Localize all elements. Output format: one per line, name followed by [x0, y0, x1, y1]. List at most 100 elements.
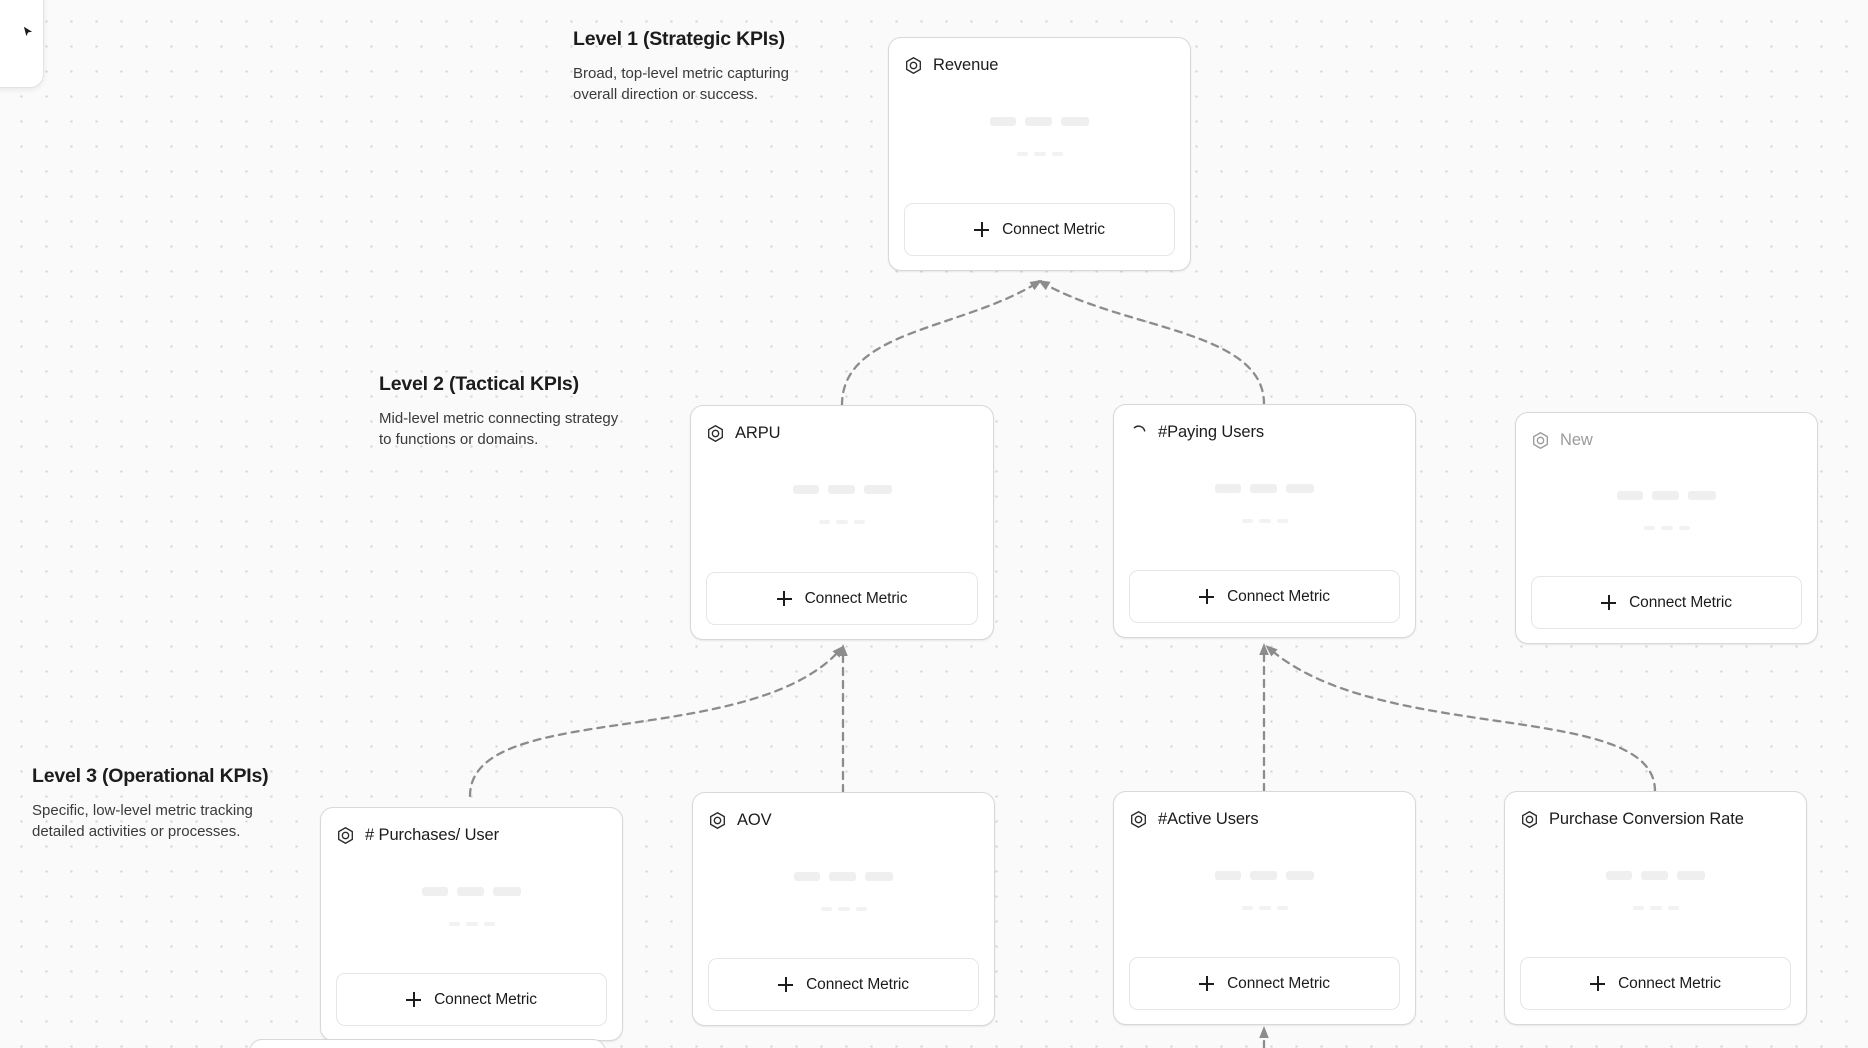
- card-body-placeholder: [706, 445, 978, 572]
- skeleton-bar: [1667, 905, 1679, 910]
- metric-card-arpu[interactable]: ARPU Connect Metric: [690, 405, 994, 640]
- metric-card-purchase-conversion-rate[interactable]: Purchase Conversion Rate Connect Metric: [1504, 791, 1807, 1025]
- plus-icon: [1199, 589, 1215, 604]
- spinner-icon: [1133, 424, 1146, 432]
- skeleton-bar: [1677, 870, 1705, 880]
- hexagon-metric-icon: [1131, 810, 1146, 828]
- card-title: AOV: [737, 810, 772, 829]
- metric-card-aov[interactable]: AOV Connect Metric: [692, 792, 995, 1026]
- skeleton-bar: [1250, 870, 1277, 880]
- skeleton-bar: [990, 116, 1016, 126]
- edge-conversion-paying-users: [1265, 645, 1657, 793]
- skeleton-bar: [792, 485, 819, 494]
- connect-metric-label: Connect Metric: [1227, 587, 1330, 605]
- connect-metric-label: Connect Metric: [804, 589, 908, 607]
- skeleton-bar: [1215, 870, 1241, 880]
- level-2-label: Level 2 (Tactical KPIs) Mid-level metric…: [379, 373, 629, 451]
- connect-metric-label: Connect Metric: [806, 975, 909, 993]
- connect-metric-button[interactable]: Connect Metric: [1520, 957, 1791, 1010]
- skeleton-row-primary: [794, 871, 893, 881]
- skeleton-bar: [829, 871, 856, 881]
- card-title: Purchase Conversion Rate: [1549, 809, 1744, 828]
- skeleton-bar: [457, 886, 484, 896]
- skeleton-bar: [1652, 490, 1679, 500]
- metric-card-active-users[interactable]: #Active Users Connect Metric: [1113, 791, 1416, 1025]
- skeleton-row-primary: [1215, 483, 1314, 493]
- skeleton-bar: [1660, 525, 1673, 530]
- skeleton-bar: [1241, 905, 1253, 910]
- skeleton-bar: [1258, 905, 1271, 910]
- plus-icon: [406, 992, 422, 1007]
- skeleton-bar: [1632, 905, 1644, 910]
- skeleton-row-primary: [792, 485, 892, 494]
- card-header: Revenue: [904, 53, 1175, 77]
- connect-metric-button[interactable]: Connect Metric: [706, 572, 978, 625]
- metric-card-new[interactable]: New Connect Metric: [1515, 412, 1818, 644]
- skeleton-row-secondary: [448, 921, 495, 926]
- skeleton-bar: [837, 906, 850, 911]
- skeleton-row-secondary: [1241, 905, 1288, 910]
- connect-metric-button[interactable]: Connect Metric: [1129, 570, 1400, 623]
- metric-card-revenue[interactable]: Revenue Connect Metric: [888, 37, 1191, 271]
- plus-icon: [974, 222, 990, 237]
- skeleton-bar: [1241, 518, 1253, 523]
- skeleton-row-secondary: [1632, 905, 1679, 910]
- skeleton-bar: [1688, 490, 1716, 500]
- level-3-label: Level 3 (Operational KPIs) Specific, low…: [32, 765, 297, 843]
- connect-metric-button[interactable]: Connect Metric: [1531, 576, 1802, 629]
- hexagon-metric-icon: [906, 56, 921, 74]
- card-body-placeholder: [1531, 452, 1802, 576]
- connect-metric-button[interactable]: Connect Metric: [336, 973, 607, 1026]
- card-header: ARPU: [706, 421, 978, 445]
- connect-metric-button[interactable]: Connect Metric: [1129, 957, 1400, 1010]
- skeleton-bar: [794, 871, 820, 881]
- level-3-title: Level 3 (Operational KPIs): [32, 765, 269, 787]
- hexagon-metric-icon: [1533, 431, 1548, 449]
- skeleton-bar: [854, 520, 865, 524]
- skeleton-bar: [1051, 151, 1063, 156]
- card-title: New: [1560, 430, 1593, 449]
- skeleton-row-primary: [1606, 870, 1705, 880]
- floating-toolbar-panel[interactable]: [0, 0, 44, 88]
- skeleton-row-primary: [1215, 870, 1314, 880]
- plus-icon: [1601, 595, 1617, 610]
- connect-metric-button[interactable]: Connect Metric: [708, 958, 979, 1011]
- card-body-placeholder: [708, 832, 979, 958]
- skeleton-bar: [1606, 870, 1632, 880]
- level-2-title: Level 2 (Tactical KPIs): [379, 373, 579, 395]
- card-header: #Active Users: [1129, 807, 1400, 831]
- card-title: Revenue: [933, 55, 999, 74]
- skeleton-bar: [1617, 490, 1643, 500]
- skeleton-bar: [1649, 905, 1662, 910]
- connect-metric-button[interactable]: Connect Metric: [904, 203, 1175, 256]
- card-body-placeholder: [1129, 831, 1400, 957]
- plus-icon: [1590, 976, 1606, 991]
- card-header: New: [1531, 428, 1802, 452]
- skeleton-bar: [836, 520, 848, 524]
- level-1-label: Level 1 (Strategic KPIs) Broad, top-leve…: [573, 28, 828, 106]
- edge-purchases-arpu: [468, 645, 845, 798]
- card-body-placeholder: [1129, 444, 1400, 570]
- metric-card-purchases-per-user[interactable]: # Purchases/ User Connect Metric: [320, 807, 623, 1041]
- plus-icon: [776, 591, 792, 606]
- connect-metric-label: Connect Metric: [1002, 220, 1105, 238]
- metric-card-offscreen-bottom[interactable]: [249, 1039, 606, 1048]
- card-header: Purchase Conversion Rate: [1520, 807, 1791, 831]
- card-header: AOV: [708, 808, 979, 832]
- skeleton-bar: [863, 485, 892, 494]
- skeleton-bar: [1286, 870, 1314, 880]
- connect-metric-label: Connect Metric: [434, 990, 537, 1008]
- skeleton-row-secondary: [1643, 525, 1690, 530]
- plus-icon: [778, 977, 794, 992]
- skeleton-bar: [1643, 525, 1655, 530]
- metric-card-paying-users[interactable]: #Paying Users Connect Metric: [1113, 404, 1416, 638]
- skeleton-bar: [820, 906, 832, 911]
- level-2-description: Mid-level metric connecting strategy to …: [379, 410, 619, 449]
- edge-arpu-revenue: [840, 279, 1043, 407]
- connect-metric-label: Connect Metric: [1629, 593, 1732, 611]
- cursor-icon: [23, 26, 33, 37]
- plus-icon: [1199, 976, 1215, 991]
- skeleton-bar: [1033, 151, 1046, 156]
- connect-metric-label: Connect Metric: [1618, 974, 1721, 992]
